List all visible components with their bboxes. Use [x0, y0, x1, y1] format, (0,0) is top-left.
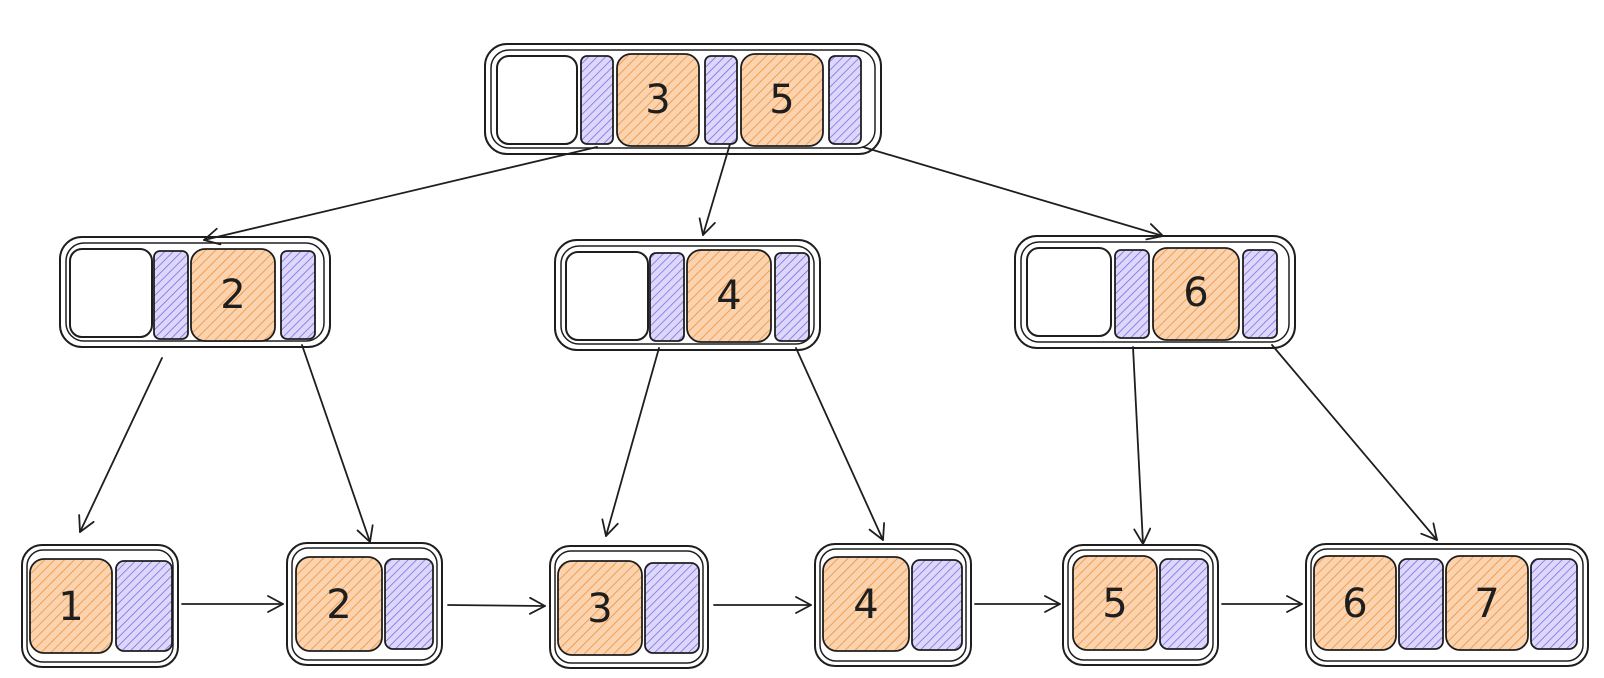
- edge-root-to-internal-c: [862, 146, 1164, 241]
- edge-internal-c-to-leaf-6: [1271, 344, 1438, 541]
- internal-a-pointer-1: [280, 250, 316, 340]
- edge-internal-b-to-leaf-3: [601, 347, 660, 537]
- leaf-6-key-cell-0: [1313, 555, 1397, 651]
- leaf-6-pointer-0: [1398, 558, 1444, 650]
- leaf-node-4: 4: [814, 543, 972, 667]
- edge-root-to-internal-b: [698, 143, 731, 236]
- root-key-1: 5: [769, 77, 794, 123]
- root-key-0: 3: [645, 77, 670, 123]
- root-pointer-0: [580, 55, 614, 145]
- leaf-1-key-cell-0: [29, 558, 113, 654]
- leaf-1-pointer: [115, 560, 173, 652]
- internal-a-pointer-0: [153, 250, 189, 340]
- internal-a-key-cell-0: [190, 248, 276, 342]
- leaf-node-5: 5: [1062, 544, 1219, 666]
- internal-node-c: 6: [1014, 235, 1296, 349]
- leaf-4-key-cell-0: [822, 556, 910, 652]
- root-node: 3 5: [484, 43, 882, 155]
- leaf-node-6: 6 7: [1305, 543, 1589, 667]
- root-pointer-2: [828, 55, 862, 145]
- link-leaf-2-to-leaf-3: [447, 596, 546, 615]
- leaf-4-pointer: [911, 559, 963, 651]
- leaf-3-key-0: 3: [587, 586, 612, 632]
- internal-a-key-0: 2: [220, 272, 245, 318]
- leaf-5-key-0: 5: [1102, 581, 1127, 627]
- leaf-node-2: 2: [286, 542, 443, 666]
- leaf-2-key-0: 2: [326, 582, 351, 628]
- internal-b-key-0: 4: [716, 273, 741, 319]
- internal-b-pointer-0: [649, 252, 685, 342]
- leaf-4-key-0: 4: [853, 582, 878, 628]
- edge-internal-a-to-leaf-1: [78, 357, 163, 533]
- leaf-1-key-0: 1: [58, 584, 83, 630]
- root-pointer-1: [704, 55, 738, 145]
- leaf-6-key-1: 7: [1474, 581, 1499, 627]
- root-key-cell-0: [616, 53, 700, 147]
- leaf-2-pointer: [384, 558, 434, 650]
- leaf-6-key-0: 6: [1342, 581, 1367, 627]
- internal-c-key-0: 6: [1183, 270, 1208, 316]
- leaf-3-key-cell-0: [557, 560, 643, 656]
- leaf-6-key-cell-1: [1445, 555, 1529, 651]
- edge-internal-c-to-leaf-5: [1132, 346, 1152, 545]
- edge-internal-b-to-leaf-4: [795, 347, 885, 541]
- root-key-cell-1: [740, 53, 824, 147]
- internal-c-empty-cell: [1026, 247, 1112, 337]
- internal-b-pointer-1: [774, 252, 810, 342]
- leaf-node-1: 1: [21, 544, 179, 668]
- edge-internal-a-to-leaf-2: [301, 344, 374, 543]
- leaf-5-key-cell-0: [1072, 555, 1158, 651]
- leaf-5-pointer: [1159, 558, 1209, 650]
- internal-node-a: 2: [59, 236, 331, 348]
- internal-c-pointer-0: [1114, 249, 1150, 339]
- root-empty-cell: [496, 55, 578, 145]
- internal-node-b: 4: [554, 239, 821, 351]
- edge-root-to-internal-a: [203, 146, 598, 246]
- internal-b-key-cell-0: [686, 249, 772, 343]
- internal-c-pointer-1: [1242, 249, 1278, 339]
- internal-b-empty-cell: [565, 251, 649, 341]
- leaf-3-pointer: [644, 562, 700, 654]
- internal-c-key-cell-0: [1152, 247, 1240, 341]
- leaf-2-key-cell-0: [295, 556, 383, 652]
- internal-a-empty-cell: [69, 248, 153, 338]
- leaf-6-pointer-1: [1530, 558, 1578, 650]
- leaf-node-3: 3: [549, 545, 709, 669]
